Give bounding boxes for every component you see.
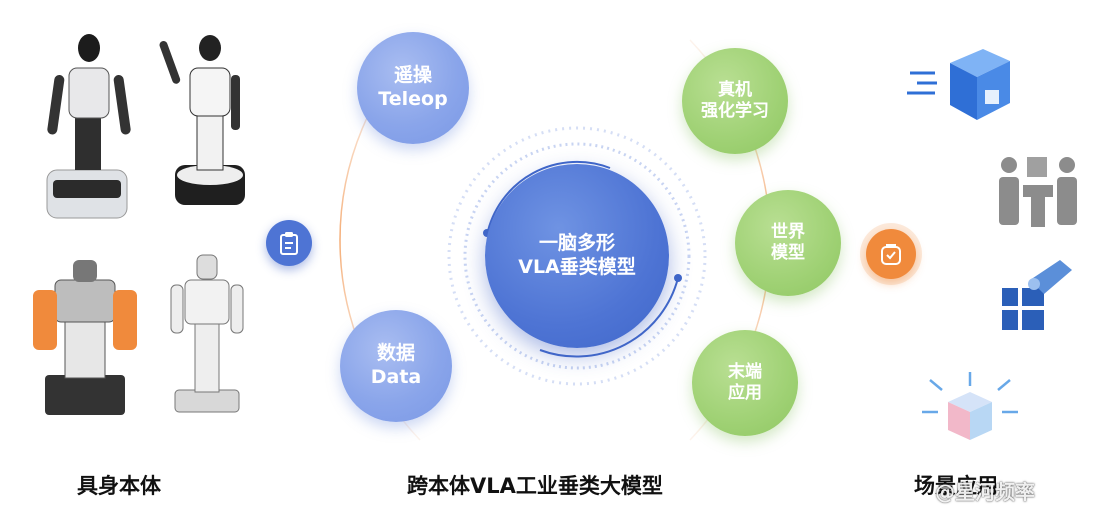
orbit-arc-bottom	[539, 277, 679, 358]
node-center: 一脑多形 VLA垂类模型	[485, 164, 669, 348]
workers-icon	[999, 157, 1077, 227]
puzzle-hand-icon	[1002, 260, 1072, 330]
node-rl-line2: 强化学习	[701, 101, 769, 121]
scenario-icons	[907, 49, 1077, 440]
spreading-box-icon	[922, 372, 1018, 440]
robot-3	[33, 260, 137, 415]
clipboard-icon	[280, 232, 298, 255]
node-data-line2: Data	[370, 366, 422, 388]
node-world-line2: 模型	[771, 243, 805, 263]
robot-images	[33, 34, 245, 415]
caption-right: 场景应用	[914, 474, 998, 498]
node-world-model: 世界 模型	[735, 190, 841, 296]
robot-4	[170, 254, 244, 413]
node-world-line1: 世界	[771, 221, 805, 242]
center-line2: VLA垂类模型	[518, 256, 636, 278]
node-data: 数据 Data	[340, 310, 452, 422]
robot-1	[46, 34, 131, 219]
check-bag-badge	[866, 229, 916, 279]
caption-center: 跨本体VLA工业垂类大模型	[407, 474, 663, 498]
check-bag-icon	[881, 244, 901, 265]
node-teleop-line2: Teleop	[378, 88, 448, 110]
watermark: @星河频率	[935, 480, 1035, 504]
node-end-line1: 末端	[728, 361, 762, 382]
caption-left: 具身本体	[77, 474, 161, 498]
delivery-box-icon	[907, 49, 1010, 120]
orbit-dot-bottom	[674, 274, 682, 282]
node-data-line1: 数据	[376, 342, 415, 365]
node-end-line2: 应用	[728, 383, 762, 403]
center-line1: 一脑多形	[538, 232, 615, 255]
node-rl-line1: 真机	[718, 79, 752, 100]
clipboard-badge	[266, 220, 312, 266]
robot-2	[159, 35, 245, 205]
node-end-app: 末端 应用	[692, 330, 798, 436]
dotted-ring-outer	[447, 126, 707, 386]
node-teleop-line1: 遥操	[393, 64, 432, 87]
node-teleop: 遥操 Teleop	[357, 32, 469, 144]
node-rl: 真机 强化学习	[682, 48, 788, 154]
dotted-ring-inner	[463, 142, 691, 370]
